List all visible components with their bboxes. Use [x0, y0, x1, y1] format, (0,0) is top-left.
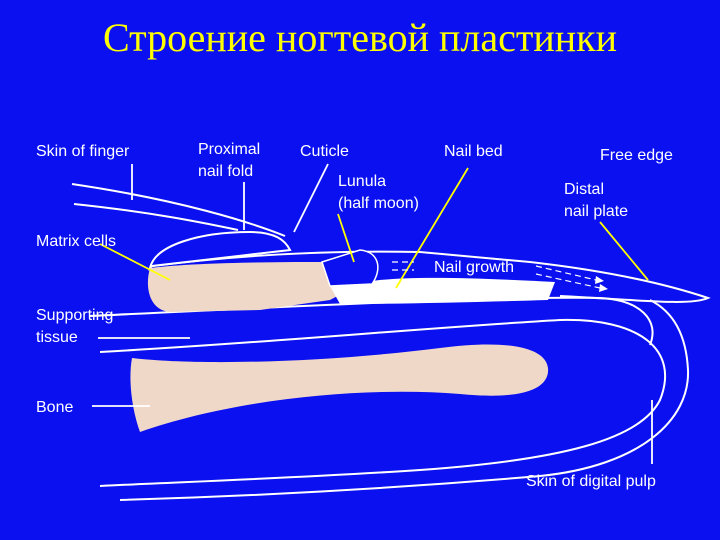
- label-matrix-cells: Matrix cells: [36, 233, 116, 250]
- matrix-tissue: [147, 262, 345, 312]
- label-nail-growth: Nail growth: [434, 259, 514, 276]
- growth-arrowhead-2: [599, 284, 608, 292]
- slide-title: Строение ногтевой пластинки: [102, 15, 617, 60]
- label-nail-bed: Nail bed: [444, 143, 503, 160]
- lunula: [321, 249, 379, 287]
- nail-plate-outline: [151, 250, 711, 303]
- label-skin-of-finger: Skin of finger: [36, 143, 130, 160]
- growth-arrow-3: [535, 265, 597, 281]
- growth-arrowhead-1: [595, 276, 604, 284]
- leader-nail-bed: [395, 167, 469, 289]
- label-distal-nail-plate-line2: nail plate: [564, 203, 628, 220]
- label-cuticle: Cuticle: [300, 143, 349, 160]
- leader-lunula: [337, 213, 355, 263]
- label-skin-of-digital-pulp: Skin of digital pulp: [526, 473, 656, 490]
- growth-arrow-4: [535, 273, 601, 289]
- nail-plate: [330, 277, 555, 304]
- proximal-fold-outline: [73, 203, 239, 231]
- label-supporting-tissue-line1: Supporting: [36, 307, 113, 324]
- proximal-nail-fold-shape: [148, 230, 292, 272]
- label-proximal-nail-fold-line1: Proximal: [198, 141, 260, 158]
- bone: [130, 344, 549, 432]
- label-distal-nail-plate-line1: Distal: [564, 181, 604, 198]
- label-lunula-line2: (half moon): [338, 195, 419, 212]
- label-lunula-line1: Lunula: [338, 173, 386, 190]
- leader-distal-plate: [599, 221, 649, 281]
- finger-outlines: [71, 183, 711, 501]
- inner-curve-3: [119, 299, 690, 501]
- label-proximal-nail-fold-line2: nail fold: [198, 163, 253, 180]
- label-bone: Bone: [36, 399, 73, 416]
- label-supporting-tissue-line2: tissue: [36, 329, 78, 346]
- leader-matrix-cells: [99, 243, 171, 281]
- nail-growth-arrows: [392, 261, 601, 289]
- skin-of-finger-outline: [71, 183, 286, 237]
- leader-cuticle: [293, 163, 329, 233]
- leader-lines: [92, 163, 653, 464]
- label-free-edge: Free edge: [600, 147, 673, 164]
- inner-curve-2: [99, 318, 666, 487]
